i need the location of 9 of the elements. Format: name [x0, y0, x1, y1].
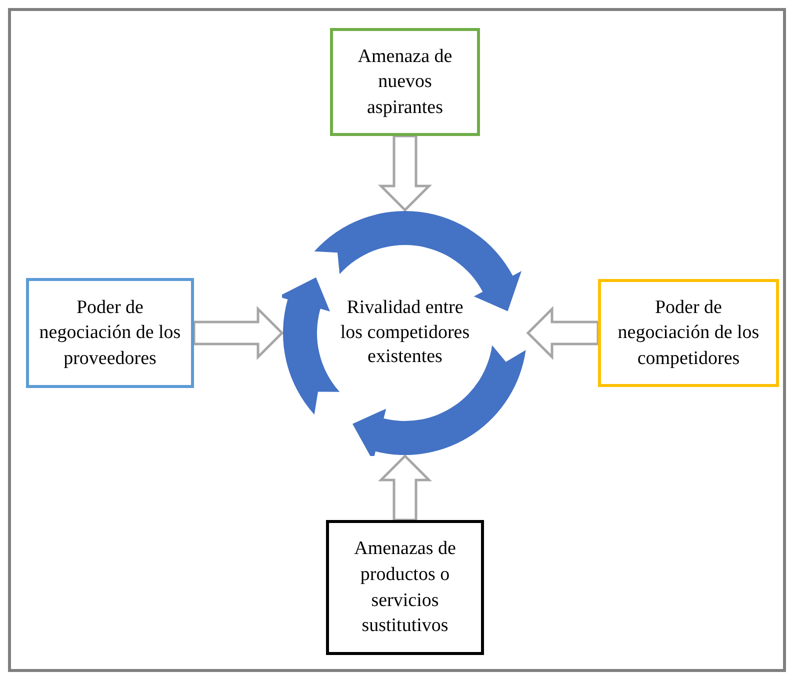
- block-arrow: [378, 454, 432, 522]
- node-text: Rivalidad entre los competidores existentes: [340, 296, 470, 370]
- block-arrow: [526, 306, 600, 360]
- block-arrow: [192, 306, 284, 360]
- force-box: Poder de negociación de los proveedores: [26, 278, 194, 388]
- force-box: Amenaza de nuevos aspirantes: [330, 28, 480, 136]
- block-arrow: [378, 134, 432, 212]
- force-box: Amenazas de productos o servicios sustitutivos: [326, 520, 484, 655]
- force-box: Poder de negociación de los competidores: [598, 279, 779, 387]
